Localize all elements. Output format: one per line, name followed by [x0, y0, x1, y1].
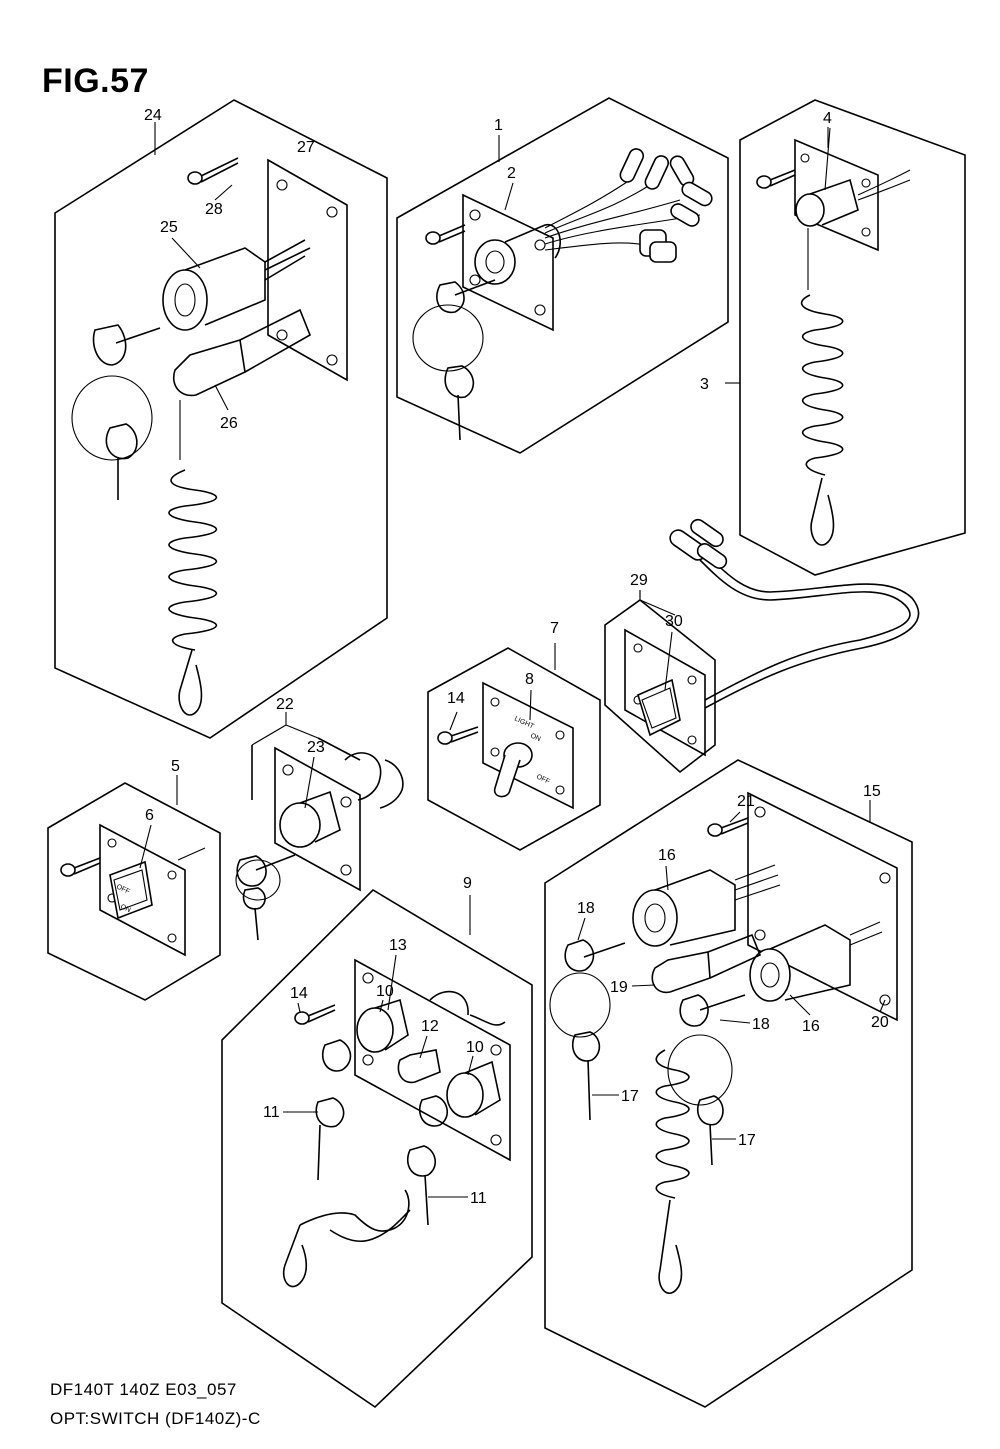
footer-model-code: DF140T 140Z E03_057	[50, 1380, 237, 1399]
callout-29: 29	[630, 572, 648, 589]
callout-22: 22	[276, 696, 294, 713]
callout-2: 2	[507, 165, 516, 182]
callout-24: 24	[144, 107, 162, 124]
group-box-22	[235, 712, 404, 941]
group-box-4	[725, 99, 966, 576]
svg-text:ON: ON	[119, 903, 131, 914]
callout-20: 20	[871, 1014, 889, 1031]
on-marking: ON	[529, 732, 541, 743]
callout-30: 30	[665, 613, 683, 630]
callout-27: 27	[297, 139, 315, 156]
screw-28	[187, 157, 239, 185]
callout-10-right: 10	[466, 1039, 484, 1056]
callout-17-left: 17	[621, 1088, 639, 1105]
callout-3: 3	[700, 376, 709, 393]
callout-16-upper: 16	[658, 847, 676, 864]
callout-13: 13	[389, 937, 407, 954]
group-box-1	[396, 97, 729, 454]
group-box-5: OFF ON	[47, 775, 221, 1001]
group-box-9	[221, 888, 533, 1409]
callout-17-right: 17	[738, 1132, 756, 1149]
key-switch-25	[162, 239, 311, 331]
callout-10-left: 10	[376, 983, 394, 1000]
group-box-7: LIGHT ON OFF	[427, 643, 601, 851]
footer-description: OPT:SWITCH (DF140Z)-C	[50, 1409, 261, 1428]
group-box-24	[54, 99, 388, 739]
group-box-15	[544, 759, 913, 1408]
callout-6: 6	[145, 807, 154, 824]
leader-lines	[139, 127, 886, 1198]
callout-8: 8	[525, 671, 534, 688]
callout-4: 4	[823, 110, 832, 127]
callout-25: 25	[160, 219, 178, 236]
callout-14-top: 14	[447, 690, 465, 707]
stop-switch-26	[173, 308, 312, 397]
callout-12: 12	[421, 1018, 439, 1035]
callout-9: 9	[463, 875, 472, 892]
callout-11-right: 11	[470, 1190, 487, 1207]
callout-28: 28	[205, 201, 223, 218]
callout-21: 21	[737, 793, 755, 810]
callout-7: 7	[550, 620, 559, 637]
callout-23: 23	[307, 739, 325, 756]
callout-16-lower: 16	[802, 1018, 820, 1035]
callout-26: 26	[220, 415, 238, 432]
light-marking: LIGHT	[513, 715, 535, 730]
callout-18-right: 18	[752, 1016, 770, 1033]
callout-11-left: 11	[263, 1104, 280, 1121]
callout-5: 5	[171, 758, 180, 775]
callout-18-left: 18	[577, 900, 595, 917]
callout-14-bottom: 14	[290, 985, 308, 1002]
off-marking: OFF	[535, 773, 551, 785]
callout-19: 19	[610, 979, 628, 996]
callout-labels: 24 27 28 25 26 1 2 4 3 29 30 7 8 14 22 2…	[144, 107, 889, 1207]
figure-title: FIG.57	[42, 62, 149, 100]
callout-1: 1	[494, 117, 503, 134]
callout-15: 15	[863, 783, 881, 800]
group-box-29	[604, 518, 920, 774]
